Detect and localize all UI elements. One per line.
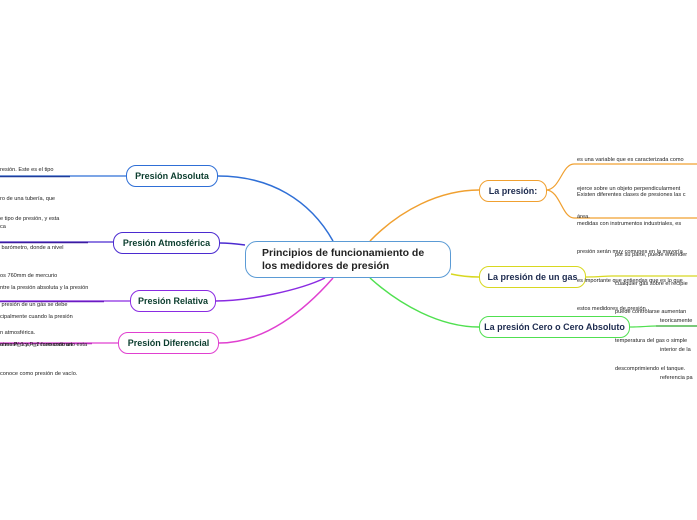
note-presion-atmosferica: e tipo de presión, y esta barómetro, don… [0,216,68,336]
connector-presion-atmosferica [219,242,246,246]
connector-presion-relativa [214,277,326,302]
node-presion-diferencial[interactable]: Presión Diferencial [118,332,219,354]
note-la-presion-2: Existen diferentes clases de presiones l… [577,192,686,312]
note-la-presion-1: es una variable que es caracterizada com… [577,157,684,220]
node-presion-atmosferica[interactable]: Presión Atmosférica [113,232,220,254]
node-label: Presión Diferencial [127,338,210,348]
central-topic-line2: los medidores de presión [262,260,390,272]
connector-la-presion [369,189,480,242]
note-presion-absoluta: resión. Este es el tipo ro de una tuberí… [0,167,56,230]
central-topic[interactable]: Principios de funcionamiento de los medi… [245,241,451,278]
connector-presion-cero [369,277,480,328]
note-presion-de-un-gas: por su parte, puede entender cualquier g… [615,252,688,372]
node-presion-absoluta[interactable]: Presión Absoluta [126,165,218,187]
central-topic-line1: Principios de funcionamiento de [262,247,425,259]
node-label: Presión Atmosférica [122,238,211,248]
node-label: La presión de un gas [487,272,578,282]
node-presion-relativa[interactable]: Presión Relativa [130,290,216,312]
node-label: La presión: [488,186,538,196]
node-label: Presión Relativa [137,296,209,306]
node-label: La presión Cero o Cero Absoluto [484,322,625,332]
node-la-presion[interactable]: La presión: [479,180,547,202]
note-presion-diferencial: ones P_1 y P_2 formando un [0,342,73,348]
connector-presion-absoluta [217,175,334,242]
note-presion-relativa: ntre la presión absoluta y la presión ci… [0,285,89,377]
connector-presion-gas [450,273,480,278]
note-presion-cero: teoricamente interior de la referencia p… [660,318,693,381]
connector-presion-diferencial [218,277,334,344]
node-presion-cero[interactable]: La presión Cero o Cero Absoluto [479,316,630,338]
node-presion-de-un-gas[interactable]: La presión de un gas [479,266,586,288]
node-label: Presión Absoluta [135,171,209,181]
